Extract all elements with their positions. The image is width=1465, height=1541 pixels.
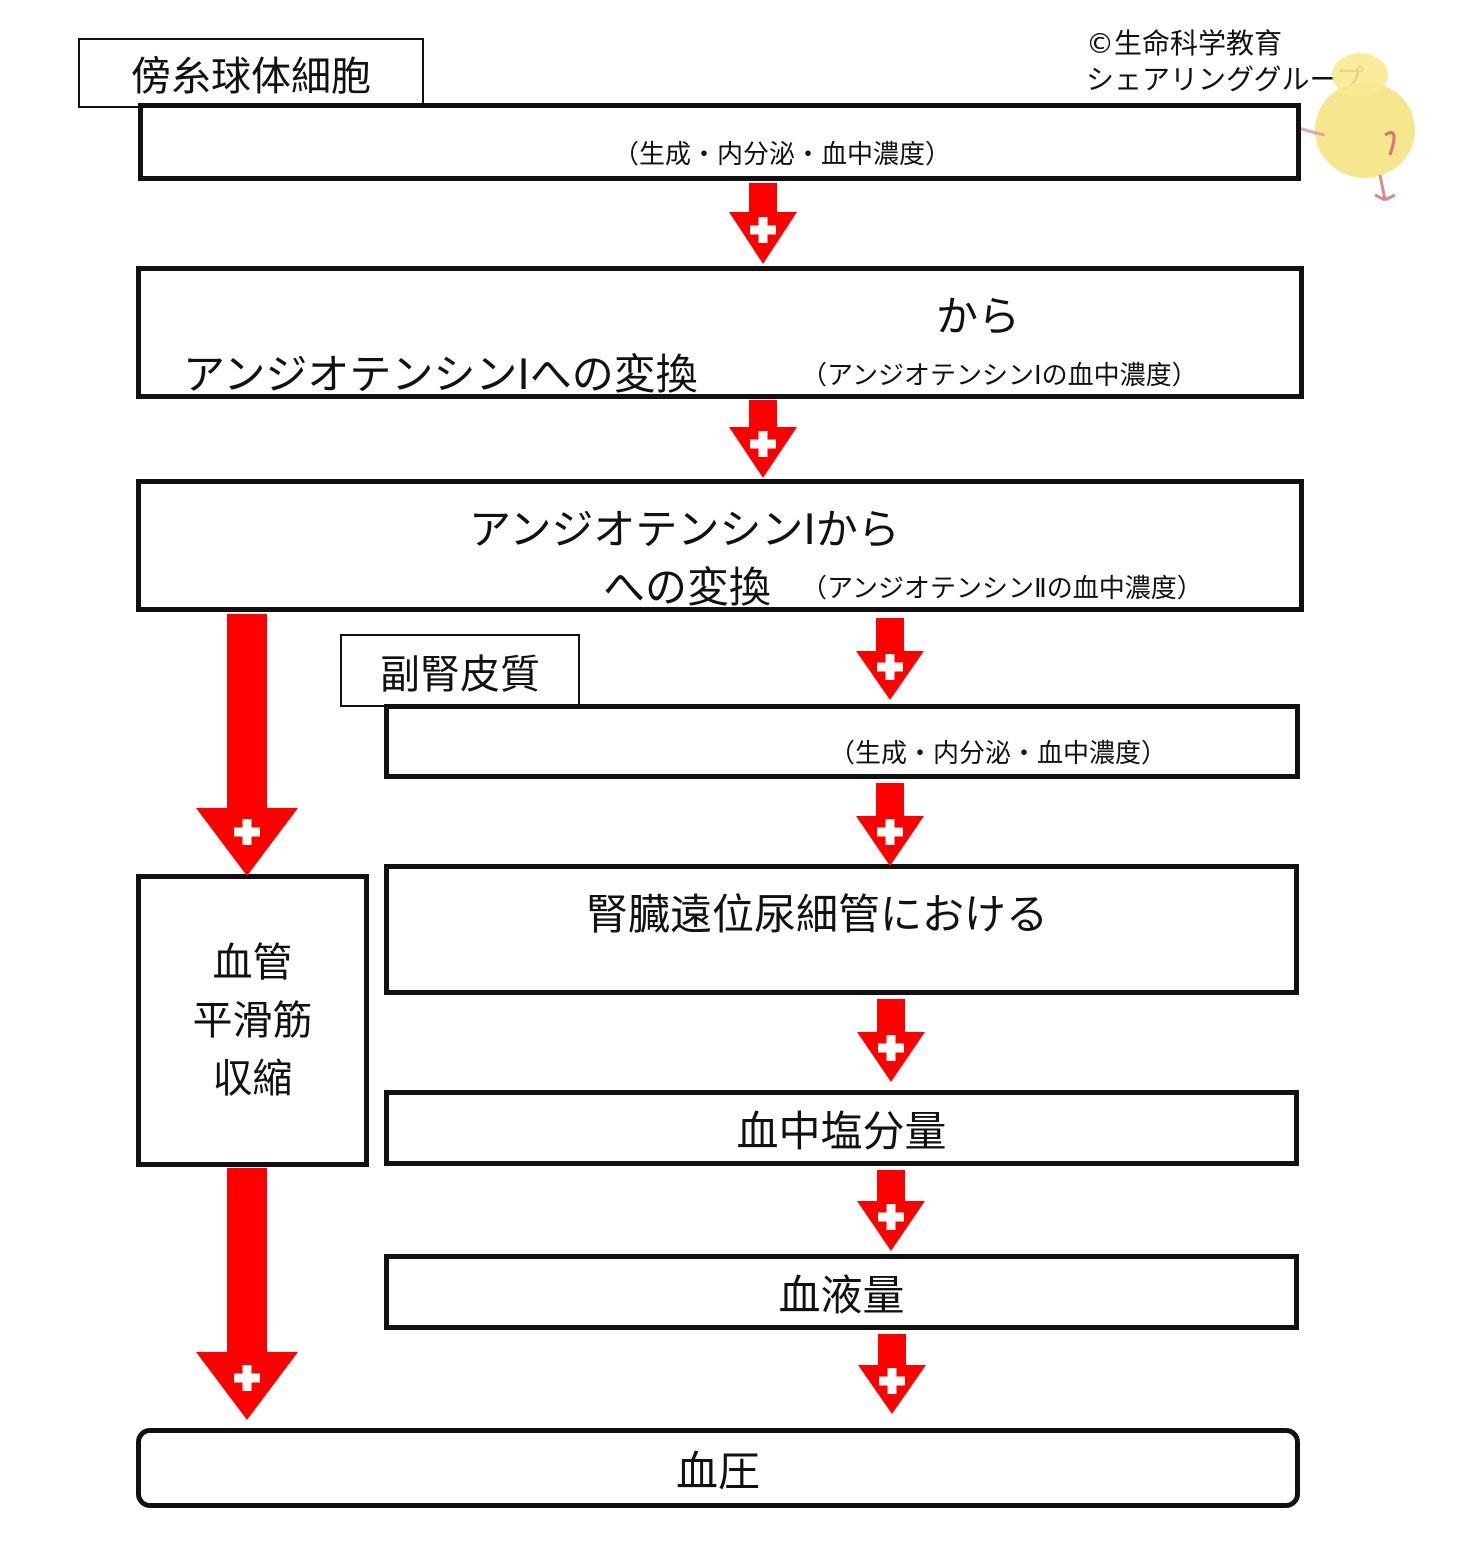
angiotensin-ii-conversion-box: アンジオテンシンⅠから への変換 （アンジオテンシンⅡの血中濃度） xyxy=(136,479,1304,612)
vascular-smooth-muscle-box: 血管 平滑筋 収縮 xyxy=(136,874,369,1167)
arrow-renin-to-conv1 xyxy=(729,183,797,264)
chick-head xyxy=(1332,53,1388,97)
blood-pressure-text: 血圧 xyxy=(675,1446,760,1496)
arrow-conv2-to-aldosterone xyxy=(856,618,924,700)
copyright-credit: ©生命科学教育 シェアリンググループ xyxy=(1086,26,1364,98)
juxtaglomerular-text: 傍糸球体細胞 xyxy=(131,54,371,100)
vessel-line-3: 収縮 xyxy=(212,1055,293,1102)
renin-box: （生成・内分泌・血中濃度） xyxy=(138,103,1301,181)
arrow-salt-to-volume xyxy=(857,1170,925,1251)
blood-salt-text: 血中塩分量 xyxy=(736,1106,947,1156)
credit-line-1: ©生命科学教育 xyxy=(1086,27,1283,60)
renin-note: （生成・内分泌・血中濃度） xyxy=(613,140,952,170)
kidney-tubule-box: 腎臓遠位尿細管における xyxy=(384,864,1299,995)
arrow-aldosterone-to-kidney xyxy=(856,783,924,866)
arrow-conv1-to-conv2 xyxy=(729,400,797,478)
aldosterone-note: （生成・内分泌・血中濃度） xyxy=(829,739,1168,769)
arrow-conv2-to-vessel xyxy=(196,614,298,876)
blood-volume-box: 血液量 xyxy=(384,1254,1299,1330)
chick-mark xyxy=(1384,131,1396,156)
conv2-note: （アンジオテンシンⅡの血中濃度） xyxy=(801,574,1203,604)
chick-leg xyxy=(1374,174,1396,202)
arrow-kidney-to-salt xyxy=(857,999,925,1082)
conv1-line2: アンジオテンシンⅠへの変換 xyxy=(183,350,698,399)
blood-volume-text: 血液量 xyxy=(778,1270,905,1320)
aldosterone-box: （生成・内分泌・血中濃度） xyxy=(384,704,1300,779)
conv1-note: （アンジオテンシンⅠの血中濃度） xyxy=(801,361,1198,391)
arrow-vessel-to-pressure xyxy=(196,1168,298,1420)
conv2-line1: アンジオテンシンⅠから xyxy=(469,505,900,554)
vessel-line-2: 平滑筋 xyxy=(192,997,313,1044)
adrenal-cortex-text: 副腎皮質 xyxy=(380,651,540,698)
vessel-line-1: 血管 xyxy=(212,939,293,986)
adrenal-cortex-label: 副腎皮質 xyxy=(340,634,580,707)
conv2-line2: への変換 xyxy=(603,563,772,612)
blood-pressure-box: 血圧 xyxy=(136,1428,1300,1508)
conv1-line1: から xyxy=(936,292,1021,341)
blood-salt-box: 血中塩分量 xyxy=(384,1090,1299,1166)
credit-line-2: シェアリンググループ xyxy=(1086,63,1364,96)
angiotensin-i-conversion-box: から アンジオテンシンⅠへの変換 （アンジオテンシンⅠの血中濃度） xyxy=(136,266,1304,399)
kidney-text: 腎臓遠位尿細管における xyxy=(586,890,1049,939)
arrow-volume-to-pressure xyxy=(858,1334,926,1414)
